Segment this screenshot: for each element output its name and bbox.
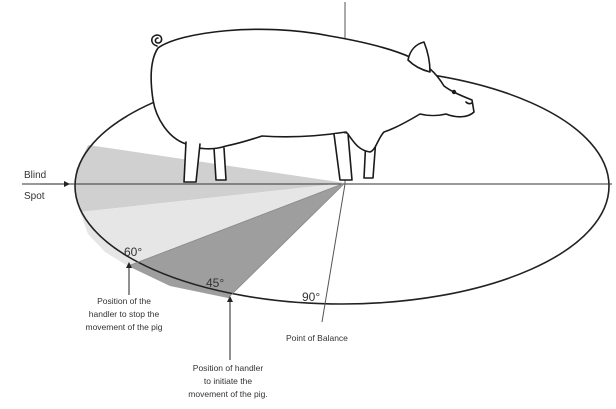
point-of-balance-line (322, 184, 345, 322)
stop-position-label-1: Position of the (97, 296, 151, 306)
initiate-position-label-1: Position of handler (193, 363, 264, 373)
pig-icon (151, 29, 474, 182)
stop-position-label-3: movement of the pig (85, 322, 162, 332)
blind-spot-label: Blind (24, 170, 46, 181)
initiate-position-label-2: to initiate the (204, 376, 252, 386)
stop-position-label-2: handler to stop the (89, 309, 160, 319)
blind-spot-label-2: Spot (24, 191, 45, 202)
balance-label: Point of Balance (286, 333, 348, 343)
angle-60-label: 60° (124, 245, 142, 259)
angle-45-label: 45° (206, 276, 224, 290)
blind-spot-arrowhead (64, 181, 70, 187)
initiate-position-label-3: movement of the pig. (188, 389, 267, 399)
angle-90-label: 90° (302, 290, 320, 304)
